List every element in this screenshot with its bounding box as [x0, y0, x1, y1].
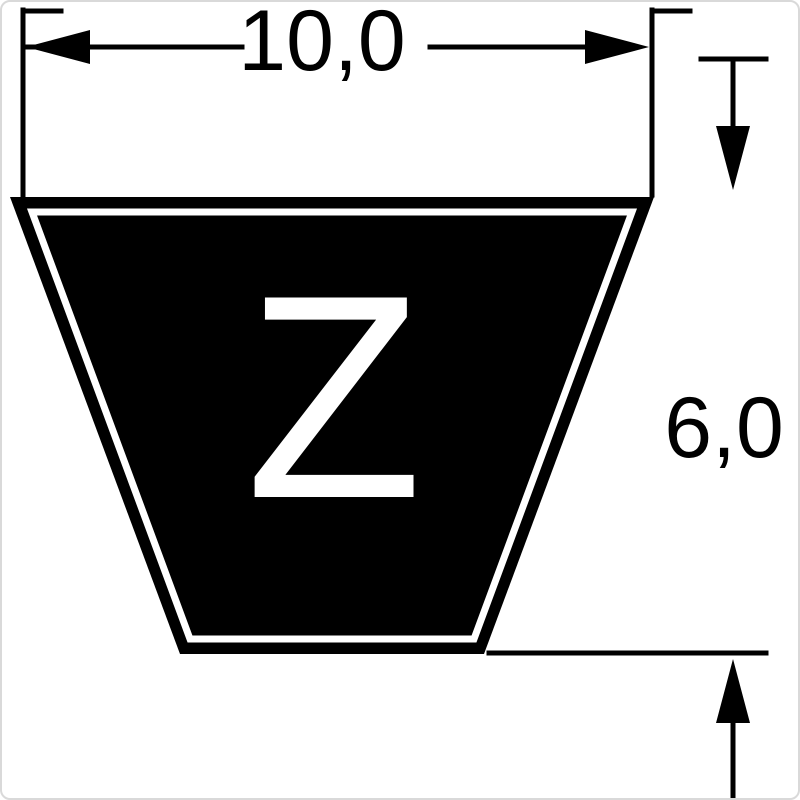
belt-inner-outline	[26, 208, 638, 643]
arrow-down-icon	[716, 126, 750, 190]
belt-cross-section: Z	[10, 197, 654, 654]
height-dimension: 6,0	[486, 56, 784, 798]
belt-body-shape	[10, 197, 654, 654]
arrow-right-icon	[585, 30, 649, 64]
height-dimension-label: 6,0	[664, 380, 784, 476]
belt-profile-letter: Z	[245, 235, 422, 559]
width-dimension: 10,0	[20, 2, 693, 198]
arrow-left-icon	[26, 30, 90, 64]
width-dimension-label: 10,0	[238, 2, 405, 89]
arrow-up-icon	[716, 659, 750, 723]
